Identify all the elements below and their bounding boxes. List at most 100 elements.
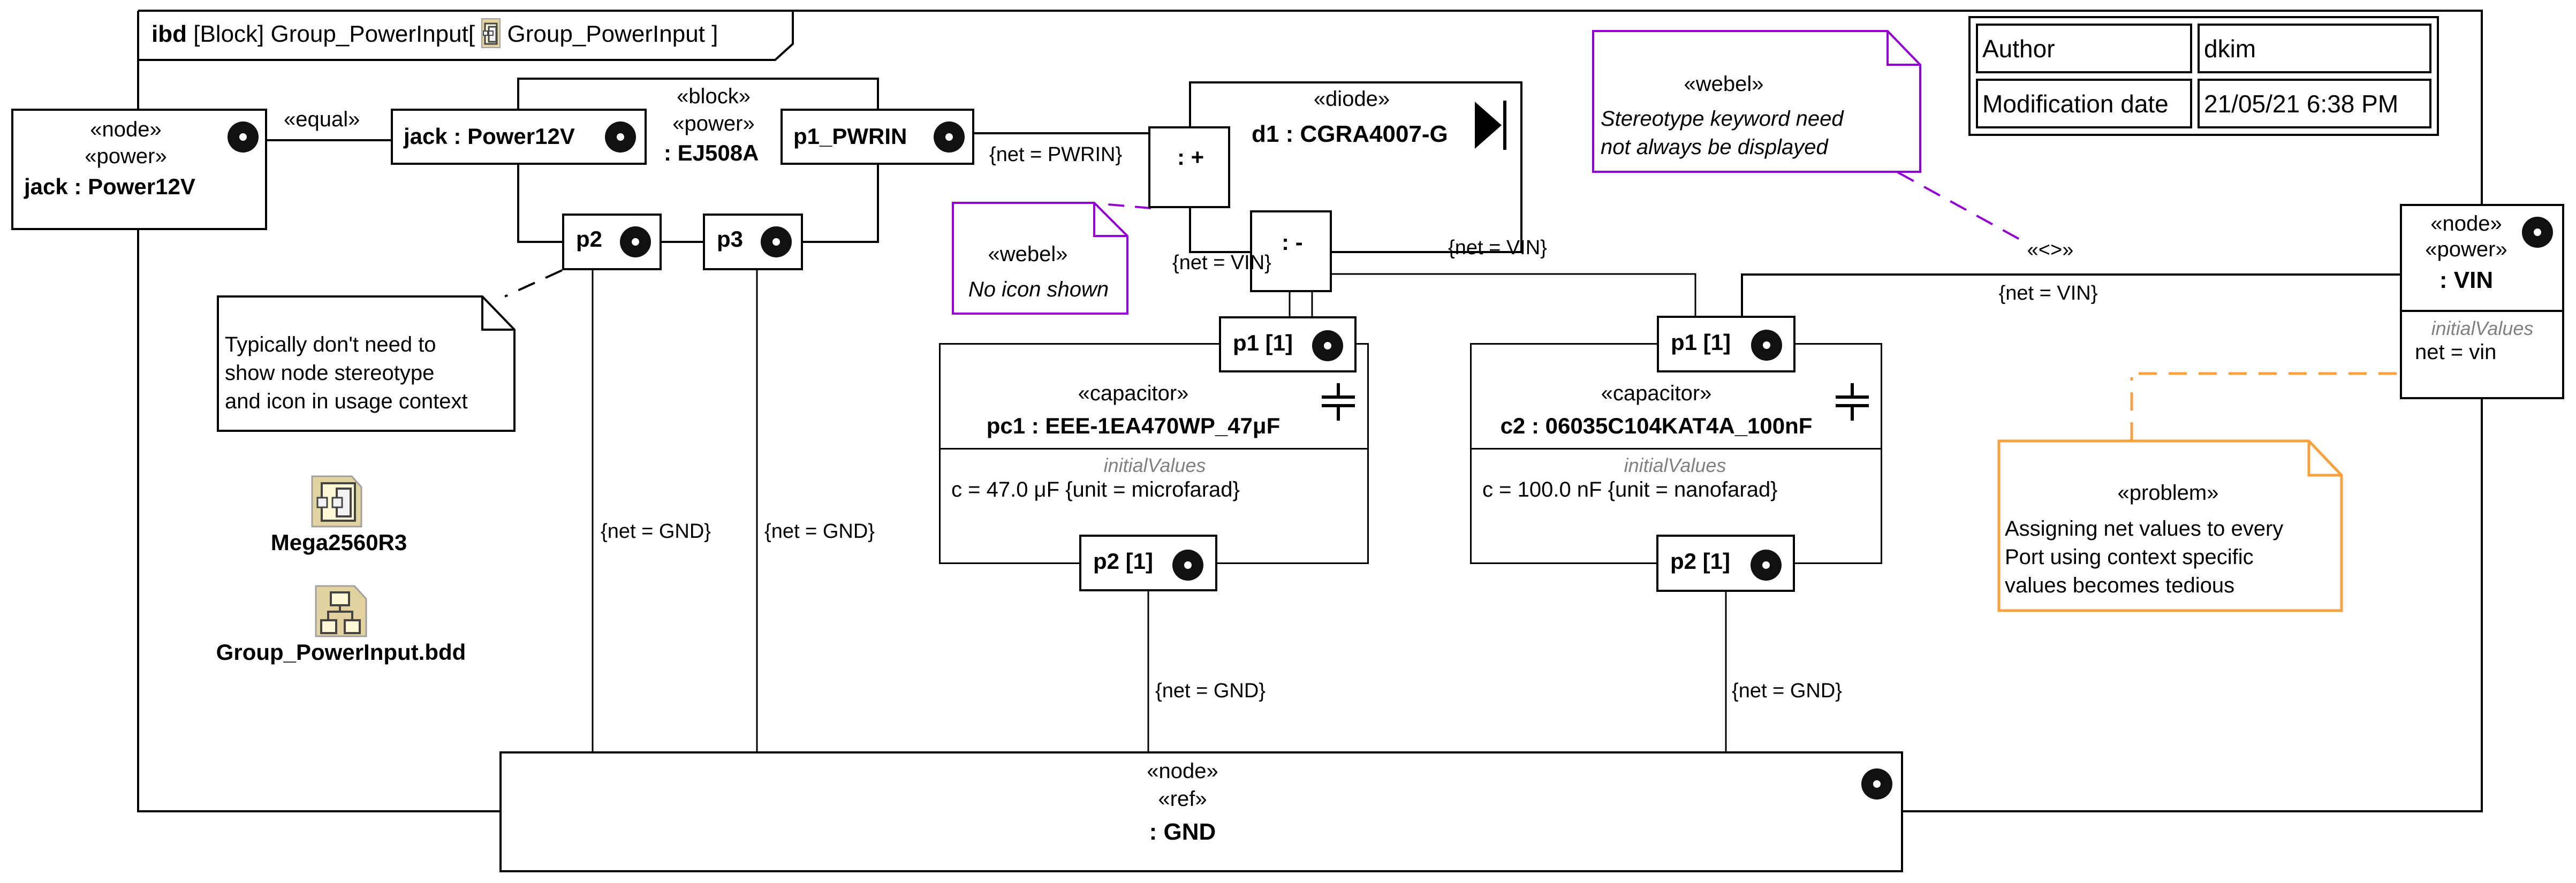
vin-node-connector-label: {net = VIN}: [1998, 282, 2098, 305]
port-label: p2 [1]: [1093, 549, 1154, 574]
port-label: p3: [717, 226, 744, 252]
ej508a-port-p3[interactable]: p3: [703, 214, 803, 270]
port-label: jack : Power12V: [404, 124, 575, 149]
power-node-icon: [620, 226, 651, 257]
gnd-node[interactable]: «node» «ref» : GND: [499, 751, 1903, 872]
capacitor-icon: [1322, 383, 1355, 421]
pc1-port-p1[interactable]: p1 [1]: [1219, 316, 1357, 372]
port-label: : +: [1177, 144, 1204, 170]
vin-node-stereotype-node: «node»: [2430, 212, 2502, 235]
jack-node[interactable]: «node» «power» jack : Power12V: [11, 109, 267, 230]
diode-port-plus[interactable]: : +: [1148, 126, 1230, 208]
internal-block-diagram-icon: [481, 18, 501, 48]
capacitor-icon: [1836, 383, 1869, 421]
metadata-row: Modification date 21/05/21 6:38 PM: [1976, 79, 2431, 128]
pwrin-connector-label: {net = PWRIN}: [989, 143, 1123, 166]
ej508a-port-jack[interactable]: jack : Power12V: [391, 109, 647, 165]
vin-diode-connector-label: {net = VIN}: [1172, 252, 1271, 274]
webel-keyword-note: [1592, 30, 1921, 173]
shortcut-label: Group_PowerInput.bdd: [216, 640, 466, 665]
metadata-row: Author dkim: [1976, 24, 2431, 73]
c2-port-p2[interactable]: p2 [1]: [1656, 535, 1795, 592]
compartment-title: initialValues: [1624, 454, 1726, 476]
gnd-node-name: : GND: [1149, 819, 1216, 845]
c2-port-p1[interactable]: p1 [1]: [1657, 316, 1795, 372]
frame-title-tab: [138, 11, 794, 61]
frame-close-bracket: ]: [711, 21, 718, 47]
power-node-icon: [1751, 550, 1782, 581]
gnd-c2-connector-label: {net = GND}: [1732, 680, 1842, 702]
vin-node-frame-stub: [2481, 399, 2483, 812]
port-label: p2 [1]: [1670, 549, 1731, 574]
problem-note-line: values becomes tedious: [2005, 573, 2235, 597]
gnd-pc1-connector-label: {net = GND}: [1155, 680, 1266, 702]
power-node-icon: [1172, 550, 1203, 581]
webel-keyword-note-line: not always be displayed: [1601, 135, 1828, 159]
vin-node-connector-stereotype: «<>»: [2027, 239, 2074, 261]
power-node-icon: [2522, 217, 2553, 248]
gnd-node-stereotype-node: «node»: [1147, 759, 1218, 783]
usage-note: [217, 295, 516, 432]
ej508a-port-p2[interactable]: p2: [562, 214, 662, 270]
usage-note-text: Typically don't need to show node stereo…: [225, 331, 468, 415]
jack-node-stereotype-node: «node»: [90, 118, 162, 141]
diode-port-minus[interactable]: : -: [1250, 210, 1332, 292]
capacitor-divider: [941, 448, 1367, 450]
ej508a-stereotype-power: «power»: [672, 112, 755, 135]
capacitor-name: c2 : 06035C104KAT4A_100nF: [1500, 413, 1813, 438]
equal-connector-label: «equal»: [284, 108, 360, 131]
capacitor-name: pc1 : EEE-1EA470WP_47μF: [986, 413, 1281, 438]
metadata-table: Author dkim Modification date 21/05/21 6…: [1968, 16, 2439, 136]
frame-kind: ibd: [151, 21, 187, 47]
power-node-icon: [934, 121, 965, 153]
webel-icon-note-text: No icon shown: [968, 278, 1109, 301]
problem-note-line: Assigning net values to every: [2005, 517, 2284, 541]
problem-note: [1997, 439, 2343, 612]
diode-part[interactable]: «diode» d1 : CGRA4007-G: [1189, 81, 1522, 253]
capacitor-c2[interactable]: «capacitor» c2 : 06035C104KAT4A_100nF in…: [1470, 343, 1882, 564]
problem-note-line: Port using context specific: [2005, 545, 2254, 569]
ej508a-name: : EJ508A: [664, 140, 759, 165]
port-label: p1 [1]: [1233, 330, 1293, 355]
gnd-p2-connector-label: {net = GND}: [601, 520, 711, 543]
block-definition-diagram-icon: [315, 585, 367, 637]
webel-keyword-note-stereotype: «webel»: [1684, 72, 1764, 96]
webel-icon-note: [952, 202, 1128, 315]
capacitor-stereotype: «capacitor»: [1601, 382, 1712, 405]
problem-note-text: Assigning net values to every Port using…: [2005, 515, 2283, 599]
frame-open-bracket: [: [468, 21, 475, 47]
webel-icon-note-anchor: [1101, 203, 1151, 209]
usage-note-line: and icon in usage context: [225, 389, 468, 413]
vin-connector-pc1-c2[interactable]: [1311, 273, 1696, 316]
capacitor-pc1[interactable]: «capacitor» pc1 : EEE-1EA470WP_47μF init…: [939, 343, 1369, 564]
compartment-value: net = vin: [2415, 340, 2497, 364]
compartment-value: c = 100.0 nF {unit = nanofarad}: [1482, 478, 1778, 501]
port-label: p2: [576, 226, 603, 252]
compartment-title: initialValues: [1103, 454, 1206, 476]
webel-keyword-note-line: Stereotype keyword need: [1601, 107, 1844, 131]
frame-title: ibd [Block] Group_PowerInput[ Group_Powe…: [151, 18, 718, 48]
vin-node-divider: [2402, 310, 2562, 312]
webel-keyword-note-text: Stereotype keyword need not always be di…: [1601, 105, 1844, 162]
vin-connector-c2-vin[interactable]: [1741, 273, 2400, 316]
power-node-icon: [1751, 330, 1782, 361]
frame-element-type: [Block]: [193, 21, 264, 47]
usage-note-anchor: [504, 269, 563, 298]
ej508a-port-p1-pwrin[interactable]: p1_PWRIN: [781, 109, 974, 165]
vin-node[interactable]: «node» «power» : VIN initialValues net =…: [2400, 204, 2564, 399]
ej508a-stereotype-block: «block»: [677, 85, 751, 108]
usage-note-line: show node stereotype: [225, 361, 435, 385]
frame-diagram-name: Group_PowerInput: [507, 21, 705, 47]
pc1-port-p2[interactable]: p2 [1]: [1079, 535, 1217, 591]
gnd-node-stereotype-ref: «ref»: [1158, 787, 1207, 811]
port-label: : -: [1282, 230, 1303, 255]
frame-context-name: Group_PowerInput: [270, 21, 468, 47]
gnd-p3-connector-label: {net = GND}: [764, 520, 875, 543]
webel-keyword-note-anchor: [1897, 171, 2023, 242]
power-node-icon: [228, 121, 259, 153]
power-node-icon: [1861, 768, 1892, 800]
diode-icon: [1475, 101, 1506, 150]
capacitor-stereotype: «capacitor»: [1078, 382, 1189, 405]
power-node-icon: [605, 121, 636, 153]
compartment-title: initialValues: [2431, 317, 2534, 339]
